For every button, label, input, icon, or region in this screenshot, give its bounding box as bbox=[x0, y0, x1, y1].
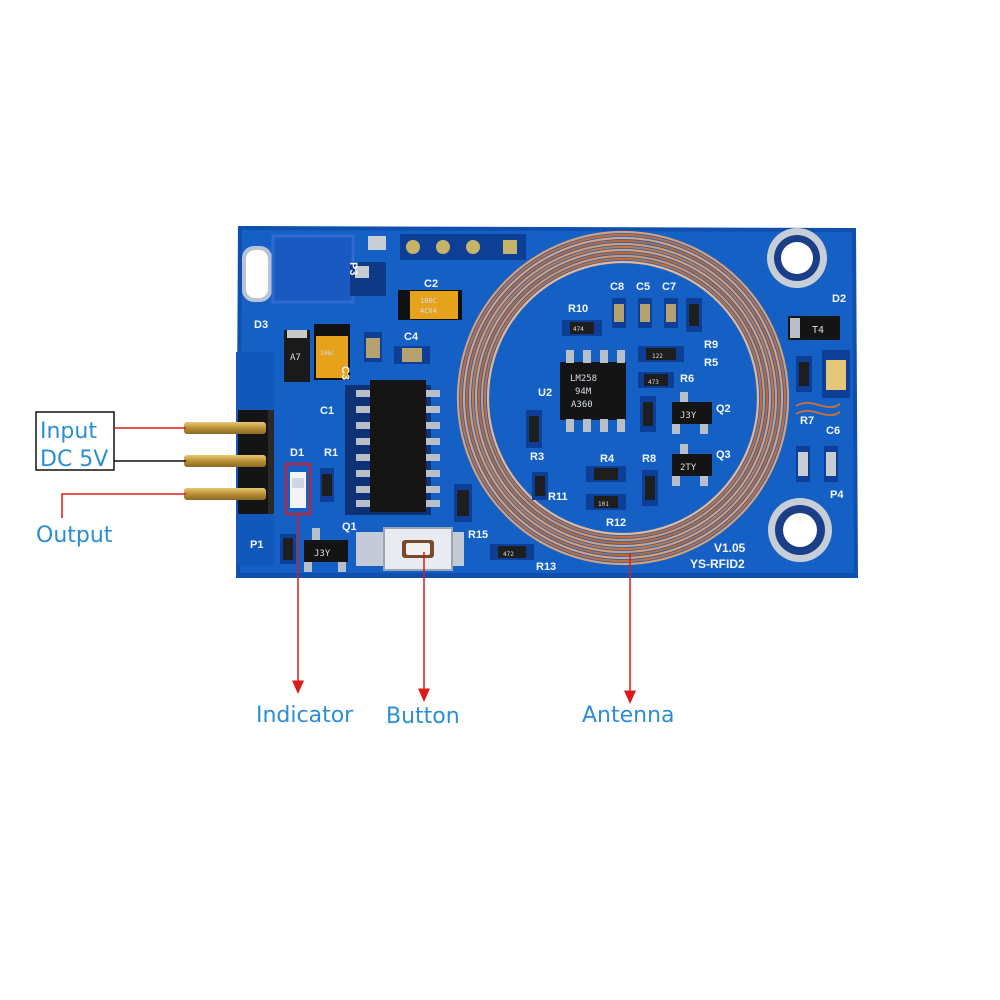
resistor-bottom-left bbox=[280, 534, 296, 564]
right-components bbox=[795, 350, 850, 482]
label-dc5v: DC 5V bbox=[40, 447, 108, 472]
mounting-hole-bottom bbox=[768, 498, 832, 562]
silk-d1: D1 bbox=[290, 447, 304, 459]
q2-mark: J3Y bbox=[680, 411, 697, 421]
silk-c8: C8 bbox=[610, 281, 624, 293]
label-input: Input bbox=[40, 419, 97, 444]
label-antenna: Antenna bbox=[582, 703, 675, 728]
silk-q1: Q1 bbox=[342, 521, 357, 533]
header-pins bbox=[184, 422, 266, 500]
diode-d2: T4 bbox=[788, 316, 840, 340]
r-mark-122: 122 bbox=[652, 353, 663, 360]
resistor-r13: 472 bbox=[490, 544, 534, 560]
silk-r5: R5 bbox=[704, 357, 718, 369]
diode-d3: A7 bbox=[284, 330, 310, 382]
silk-version: V1.05 bbox=[714, 541, 746, 555]
label-output: Output bbox=[36, 523, 113, 548]
silk-r4: R4 bbox=[600, 453, 615, 465]
silk-c2: C2 bbox=[424, 278, 438, 290]
transistor-q1: J3Y bbox=[304, 528, 348, 572]
silk-p1: P1 bbox=[250, 539, 263, 551]
silk-c4: C4 bbox=[404, 331, 419, 343]
u2-mark-3: A360 bbox=[571, 400, 593, 410]
resistor-r1 bbox=[320, 468, 334, 502]
silk-p4: P4 bbox=[830, 489, 844, 501]
antenna-coil bbox=[456, 230, 790, 566]
silk-r8: R8 bbox=[642, 453, 656, 465]
silkscreen-labels: D3 C2 C1 C3 C4 C8 C5 C7 C6 R10 R9 R5 R6 … bbox=[250, 262, 846, 573]
crystal-component bbox=[242, 234, 386, 304]
label-button: Button bbox=[386, 704, 460, 729]
r-mark-472: 472 bbox=[503, 551, 514, 558]
silk-q3: Q3 bbox=[716, 449, 731, 461]
main-ic bbox=[345, 380, 440, 515]
callout-lines bbox=[35, 411, 636, 704]
small-cap-c3 bbox=[364, 332, 382, 362]
silk-r15: R15 bbox=[468, 529, 488, 541]
cap-c1-mark: 106C bbox=[320, 350, 335, 357]
q3-mark: 2TY bbox=[680, 463, 697, 473]
cap-c2-mark: 106C bbox=[420, 297, 437, 305]
silk-model: YS-RFID2 bbox=[690, 557, 745, 571]
q1-mark: J3Y bbox=[314, 549, 331, 559]
silk-r10: R10 bbox=[568, 303, 588, 315]
silk-d3: D3 bbox=[254, 319, 268, 331]
silk-r6: R6 bbox=[680, 373, 694, 385]
silk-c3: C3 bbox=[339, 366, 351, 380]
capacitor-c1: 106C bbox=[314, 324, 350, 380]
input-box bbox=[35, 411, 115, 471]
u2-mark-1: LM258 bbox=[570, 374, 597, 384]
mounting-hole-top bbox=[767, 228, 827, 288]
silk-p3: P3 bbox=[347, 262, 359, 275]
resistor-r-near-ic bbox=[454, 484, 472, 522]
small-cap-c4 bbox=[394, 346, 430, 364]
silk-r11: R11 bbox=[548, 491, 568, 503]
u2-mark-2: 94M bbox=[575, 387, 592, 397]
silk-c6: C6 bbox=[826, 425, 840, 437]
callout-labels: Input DC 5V Output Indicator Button Ante… bbox=[36, 419, 675, 729]
silk-c7: C7 bbox=[662, 281, 676, 293]
tactile-button bbox=[356, 527, 464, 571]
r-mark-474: 474 bbox=[573, 326, 584, 333]
header-p3-pads bbox=[400, 234, 526, 260]
smd-components-inner: 474 122 473 J3Y 2TY 101 bbox=[526, 298, 712, 510]
silk-c1: C1 bbox=[320, 405, 334, 417]
silk-d2: D2 bbox=[832, 293, 846, 305]
silk-r7: R7 bbox=[800, 415, 814, 427]
silk-q2: Q2 bbox=[716, 403, 731, 415]
silk-c5: C5 bbox=[636, 281, 650, 293]
d2-mark: T4 bbox=[812, 325, 824, 336]
output-wire bbox=[61, 493, 186, 518]
silk-u2: U2 bbox=[538, 387, 552, 399]
d3-mark: A7 bbox=[290, 353, 301, 363]
r-mark-473: 473 bbox=[648, 379, 659, 386]
silk-r9: R9 bbox=[704, 339, 718, 351]
silk-r1: R1 bbox=[324, 447, 338, 459]
op-amp-u2: LM258 94M A360 bbox=[560, 350, 626, 432]
capacitor-c2: 106C 4C04 bbox=[398, 290, 462, 320]
label-indicator: Indicator bbox=[256, 703, 354, 728]
silk-r3: R3 bbox=[530, 451, 544, 463]
silk-r12: R12 bbox=[606, 517, 626, 529]
r-mark-101: 101 bbox=[598, 501, 609, 508]
cap-c2-mark-2: 4C04 bbox=[420, 307, 437, 315]
silk-r13: R13 bbox=[536, 561, 556, 573]
